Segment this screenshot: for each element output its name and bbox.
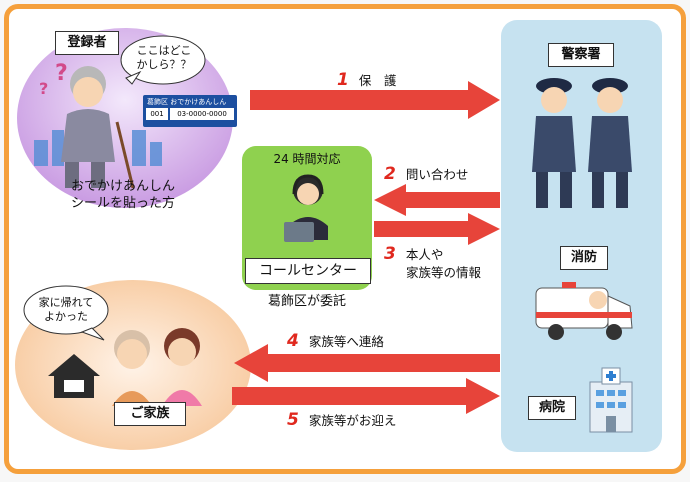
step-5-text: 家族等がお迎え bbox=[308, 413, 397, 428]
call-center-name: コールセンター bbox=[245, 258, 371, 284]
step-1-label: 1 保 護 bbox=[337, 70, 396, 90]
svg-text:?: ? bbox=[39, 79, 48, 98]
sticker-id: 001 bbox=[146, 108, 168, 120]
sticker-title: 葛飾区 おでかけあんしん bbox=[147, 98, 227, 106]
step-3-label: 3 本人や 家族等の情報 bbox=[384, 245, 481, 282]
step-2-number: 2 bbox=[384, 164, 396, 184]
arrow-5-pickup bbox=[232, 378, 500, 414]
sticker-phone: 03-0000-0000 bbox=[170, 108, 234, 120]
elderly-woman-illustration: ? ? bbox=[39, 61, 135, 189]
arrow-2-inquiry bbox=[374, 184, 500, 216]
ambulance-icon bbox=[535, 282, 633, 340]
operator-headset-icon bbox=[284, 174, 328, 242]
speech-bubble-registrant bbox=[120, 35, 206, 85]
hospital-title: 病院 bbox=[528, 396, 576, 420]
arrow-1-protect bbox=[250, 81, 500, 119]
step-5-label: 5 家族等がお迎え bbox=[287, 410, 396, 430]
arrow-3-info bbox=[374, 213, 500, 245]
step-2-text: 問い合わせ bbox=[405, 167, 469, 182]
registrant-bubble-text: ここはどこ かしら？？ bbox=[130, 44, 198, 72]
hospital-building-icon bbox=[589, 367, 633, 433]
arrow-4-contact bbox=[234, 344, 500, 382]
svg-text:?: ? bbox=[55, 61, 68, 86]
family-bubble-line-2: よかった bbox=[44, 310, 88, 323]
registrant-caption: おでかけあんしん シールを貼った方 bbox=[48, 178, 198, 212]
police-officers-illustration bbox=[532, 78, 632, 208]
caption-line-1: おでかけあんしん bbox=[70, 179, 175, 194]
city-silhouette-icon bbox=[34, 130, 162, 166]
house-icon bbox=[48, 354, 100, 398]
call-center-note: 葛飾区が委託 bbox=[267, 294, 346, 309]
police-title: 警察署 bbox=[548, 43, 614, 67]
step-4-text: 家族等へ連絡 bbox=[308, 334, 384, 349]
step-2-label: 2 問い合わせ bbox=[384, 164, 468, 184]
family-bubble-text: 家に帰れて よかった bbox=[30, 296, 102, 324]
step-1-number: 1 bbox=[337, 70, 349, 90]
speech-bubble-family bbox=[23, 285, 109, 341]
bubble-line-2: かしら？？ bbox=[136, 58, 192, 71]
step-4-number: 4 bbox=[287, 331, 299, 351]
caption-line-2: シールを貼った方 bbox=[70, 196, 175, 211]
fire-title: 消防 bbox=[560, 246, 608, 270]
step-5-number: 5 bbox=[287, 410, 299, 430]
family-members-illustration bbox=[112, 328, 202, 406]
family-bubble-line-1: 家に帰れて bbox=[38, 296, 94, 309]
call-center-hours: 24 時間対応 bbox=[273, 152, 341, 166]
step-4-label: 4 家族等へ連絡 bbox=[287, 331, 384, 351]
registrant-title: 登録者 bbox=[55, 31, 119, 55]
step-1-text: 保 護 bbox=[358, 73, 397, 88]
family-title: ご家族 bbox=[114, 402, 186, 426]
step-3-text-line-2: 家族等の情報 bbox=[406, 265, 482, 280]
step-3-text-line-1: 本人や bbox=[405, 247, 444, 262]
anshin-sticker: 葛飾区 おでかけあんしん 001 03-0000-0000 bbox=[143, 95, 237, 127]
step-3-number: 3 bbox=[384, 244, 396, 264]
bubble-line-1: ここはどこ bbox=[136, 44, 192, 57]
